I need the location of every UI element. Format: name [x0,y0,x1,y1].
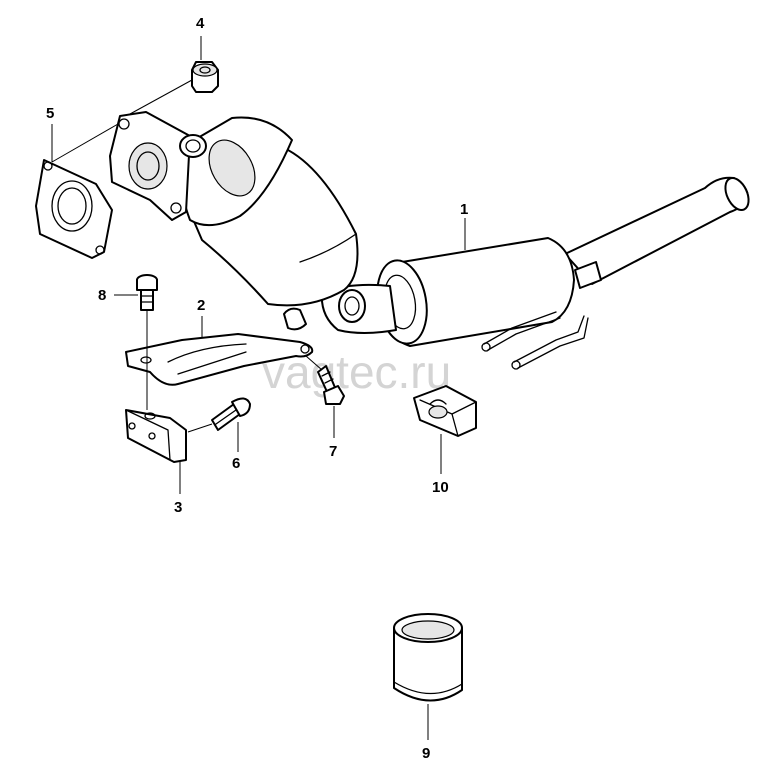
callout-3: 3 [174,499,182,516]
callout-6: 6 [232,455,240,472]
part-3-mounting-block[interactable] [125,409,187,463]
part-2-support-bracket[interactable] [125,333,314,386]
part-6-bolt[interactable] [211,397,251,431]
callout-1: 1 [460,201,468,218]
leader-lines [51,36,466,740]
part-10-rubber-mount[interactable] [413,385,477,437]
part-5-flange-gasket[interactable] [35,159,113,259]
callout-7: 7 [329,443,337,460]
callout-10: 10 [432,479,449,496]
part-1-exhaust-pipe-assembly[interactable] [109,111,753,370]
callout-5: 5 [46,105,54,122]
callout-9: 9 [422,745,430,762]
part-7-bolt[interactable] [317,365,345,405]
callout-4: 4 [196,15,205,32]
part-4-nut[interactable] [191,61,219,93]
callout-8: 8 [98,287,106,304]
callout-2: 2 [197,297,205,314]
part-8-bolt[interactable] [136,274,158,311]
part-9-sleeve[interactable] [393,613,463,702]
callout-labels: 4 5 1 2 8 6 7 3 10 9 [46,15,468,762]
